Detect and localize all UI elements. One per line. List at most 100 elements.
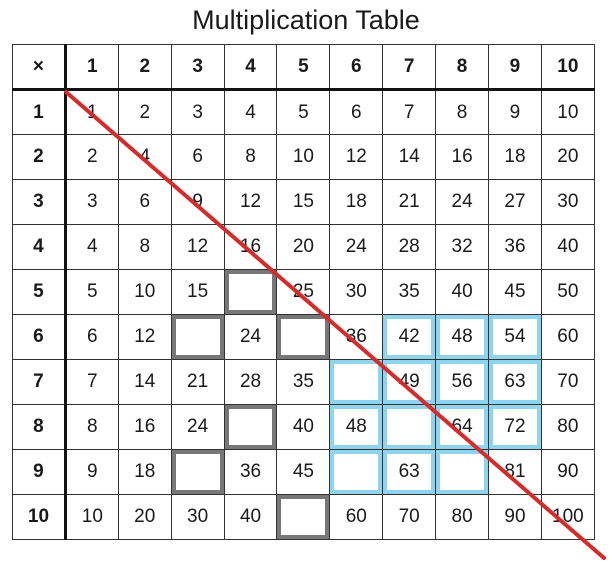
table-cell: 45 [276,449,331,495]
table-cell: 3 [170,89,225,135]
column-header: 3 [170,44,225,91]
table-cell: 7 [382,89,437,135]
row-header: 3 [12,179,67,225]
table-cell: 7 [64,359,119,405]
row-header: 6 [12,314,67,360]
table-cell: 81 [488,449,542,495]
table-cell-grey-box [276,494,331,540]
row-header: 10 [12,494,67,540]
table-cell: 24 [223,314,278,360]
column-header: 10 [540,44,595,91]
table-cell: 6 [329,89,384,135]
table-cell: 14 [117,359,172,405]
table-cell-grey-box [170,314,225,360]
corner-symbol: × [12,44,67,91]
table-cell: 20 [117,494,172,540]
table-cell: 24 [329,224,384,270]
table-cell: 40 [540,224,595,270]
table-cell: 8 [435,89,490,135]
table-cell: 60 [540,314,595,360]
table-cell: 36 [329,314,384,360]
row-header: 1 [12,89,67,135]
table-cell: 6 [117,179,172,225]
table-cell: 16 [117,404,172,450]
table-cell: 4 [64,224,119,270]
table-cell: 100 [540,494,595,540]
table-cell-blue-box: 48 [435,314,490,360]
table-cell: 8 [64,404,119,450]
table-cell-blue-box: 49 [382,359,437,405]
table-cell-grey-box [223,404,278,450]
table-cell: 21 [170,359,225,405]
table-cell: 5 [276,89,331,135]
table-cell: 60 [329,494,384,540]
table-cell: 12 [223,179,278,225]
table-cell-grey-box [170,449,225,495]
table-cell-grey-box [276,314,331,360]
table-cell: 20 [540,134,595,180]
table-cell: 8 [117,224,172,270]
table-cell: 21 [382,179,437,225]
table-cell: 30 [170,494,225,540]
row-header: 7 [12,359,67,405]
table-cell-blue-box: 56 [435,359,490,405]
table-cell: 80 [435,494,490,540]
table-cell: 36 [488,224,542,270]
table-cell: 2 [64,134,119,180]
table-cell: 4 [117,134,172,180]
table-cell: 90 [488,494,542,540]
column-header: 4 [223,44,278,91]
table-cell: 9 [170,179,225,225]
table-cell-blue-box [435,449,490,495]
table-cell: 8 [223,134,278,180]
table-cell-blue-box: 48 [329,404,384,450]
table-cell-blue-box: 63 [382,449,437,495]
table-cell-blue-box [382,404,437,450]
table-cell: 18 [488,134,542,180]
table-cell: 12 [329,134,384,180]
table-cell: 3 [64,179,119,225]
row-header: 5 [12,269,67,315]
column-header: 8 [435,44,490,91]
table-cell: 4 [223,89,278,135]
table-cell-blue-box [329,359,384,405]
table-cell-blue-box: 54 [488,314,542,360]
table-cell: 12 [117,314,172,360]
table-cell: 30 [540,179,595,225]
table-cell-blue-box [329,449,384,495]
row-header: 9 [12,449,67,495]
column-header: 1 [64,44,119,91]
table-cell: 80 [540,404,595,450]
row-header: 8 [12,404,67,450]
table-cell: 10 [276,134,331,180]
table-cell: 20 [276,224,331,270]
table-cell: 45 [488,269,542,315]
table-cell: 15 [276,179,331,225]
table-cell: 40 [223,494,278,540]
table-cell: 16 [223,224,278,270]
table-cell: 5 [64,269,119,315]
table-cell: 10 [64,494,119,540]
table-cell: 24 [170,404,225,450]
table-cell: 50 [540,269,595,315]
table-cell: 9 [64,449,119,495]
table-cell: 70 [540,359,595,405]
table-cell: 35 [276,359,331,405]
table-cell-blue-box: 64 [435,404,490,450]
table-cell: 12 [170,224,225,270]
table-cell: 9 [488,89,542,135]
table-cell-blue-box: 42 [382,314,437,360]
page-title: Multiplication Table [192,5,420,35]
table-cell-grey-box [223,269,278,315]
column-header: 9 [488,44,542,91]
table-cell: 24 [435,179,490,225]
table-cell: 1 [64,89,119,135]
table-cell: 2 [117,89,172,135]
table-cell: 10 [540,89,595,135]
